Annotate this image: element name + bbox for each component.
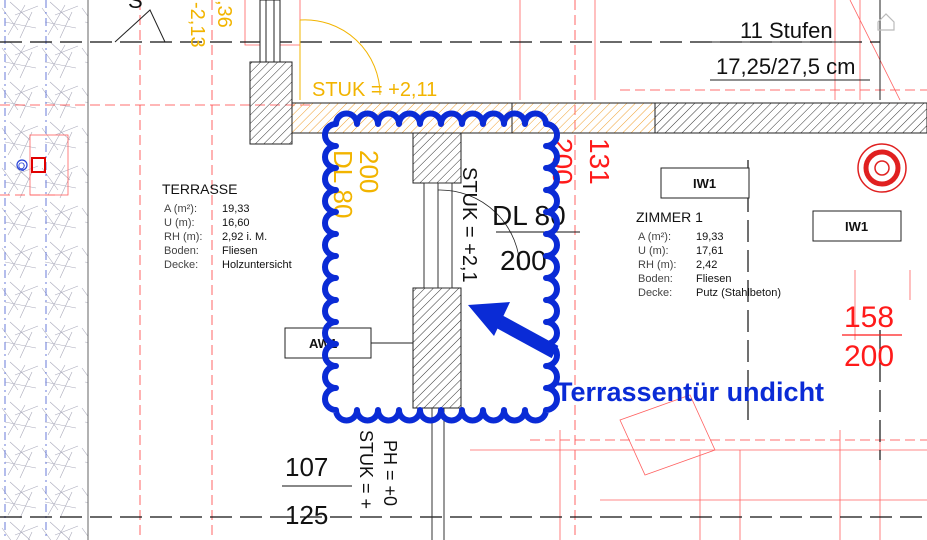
revision-cloud xyxy=(322,110,560,424)
iw1-b-label: IW1 xyxy=(845,219,868,234)
terrasse-val-1: 16,60 xyxy=(222,217,250,229)
zimmer-key-0: A (m²): xyxy=(638,231,671,243)
dl200-center-label: 200 xyxy=(500,245,547,276)
terrasse-key-4: Decke: xyxy=(164,259,198,271)
walls xyxy=(249,0,927,540)
stairs-ratio-label: 17,25/27,5 cm xyxy=(716,54,855,79)
bottom-125-label: 125 xyxy=(285,500,328,530)
terrasse-key-0: A (m²): xyxy=(164,203,197,215)
zimmer-val-1: 17,61 xyxy=(696,245,724,257)
wall-tag-iw1-a: IW1 xyxy=(660,167,750,199)
home-icon xyxy=(877,13,895,31)
zimmer-key-3: Boden: xyxy=(638,273,673,285)
dl80-left-label: DL 80 xyxy=(328,150,358,218)
terrasse-key-3: Boden: xyxy=(164,245,199,257)
bottom-ph-label: PH = +0 xyxy=(380,440,400,506)
zimmer-title: ZIMMER 1 xyxy=(636,209,703,225)
annotation-arrow xyxy=(468,302,559,359)
zimmer-val-0: 19,33 xyxy=(696,231,724,243)
terrasse-val-2: 2,92 i. M. xyxy=(222,231,267,243)
terrasse-val-3: Fliesen xyxy=(222,245,257,257)
bottom-stuk-label: STUK = + xyxy=(356,430,376,509)
room-stamp-zimmer-1: ZIMMER 1 A (m²): U (m): RH (m): Boden: D… xyxy=(636,209,781,299)
zimmer-val-4: Putz (Stahlbeton) xyxy=(696,287,781,299)
stairs-steps-label: 11 Stufen xyxy=(740,18,833,43)
red-200b-label: 200 xyxy=(844,340,894,373)
level-label-a: -2,13 xyxy=(186,2,208,48)
wall-tag-aw1: AW1 xyxy=(284,327,413,359)
iw1-a-label: IW1 xyxy=(693,176,716,191)
terrasse-val-0: 19,33 xyxy=(222,203,250,215)
zimmer-key-2: RH (m): xyxy=(638,259,677,271)
lawn-area xyxy=(0,0,88,540)
top-glyph: S xyxy=(128,0,143,13)
section-marker: Q xyxy=(16,157,46,173)
terrasse-key-1: U (m): xyxy=(164,217,195,229)
red-158-label: 158 xyxy=(844,301,894,334)
annotation-text: Terrassentür undicht xyxy=(556,377,824,407)
round-drain-symbol xyxy=(857,143,907,193)
zimmer-val-3: Fliesen xyxy=(696,273,731,285)
bottom-107-label: 107 xyxy=(285,452,328,482)
marker-q-label: Q xyxy=(18,161,25,171)
terrasse-title: TERRASSE xyxy=(162,181,237,197)
stuk-vertical-label: STUK = +2,1 xyxy=(458,167,480,283)
room-stamp-terrasse: TERRASSE A (m²): U (m): RH (m): Boden: D… xyxy=(162,181,292,271)
red-131-label: 131 xyxy=(584,138,615,185)
wall-tag-iw1-b: IW1 xyxy=(812,210,902,242)
terrasse-val-4: Holzuntersicht xyxy=(222,259,292,271)
dl200-left-label: 200 xyxy=(354,150,384,193)
stuk-top-label: STUK = +2,11 xyxy=(312,79,437,101)
level-label-b: ,36 xyxy=(213,0,235,28)
terrasse-key-2: RH (m): xyxy=(164,231,203,243)
zimmer-key-1: U (m): xyxy=(638,245,669,257)
zimmer-val-2: 2,42 xyxy=(696,259,717,271)
zimmer-key-4: Decke: xyxy=(638,287,672,299)
stair-outline xyxy=(114,0,881,100)
